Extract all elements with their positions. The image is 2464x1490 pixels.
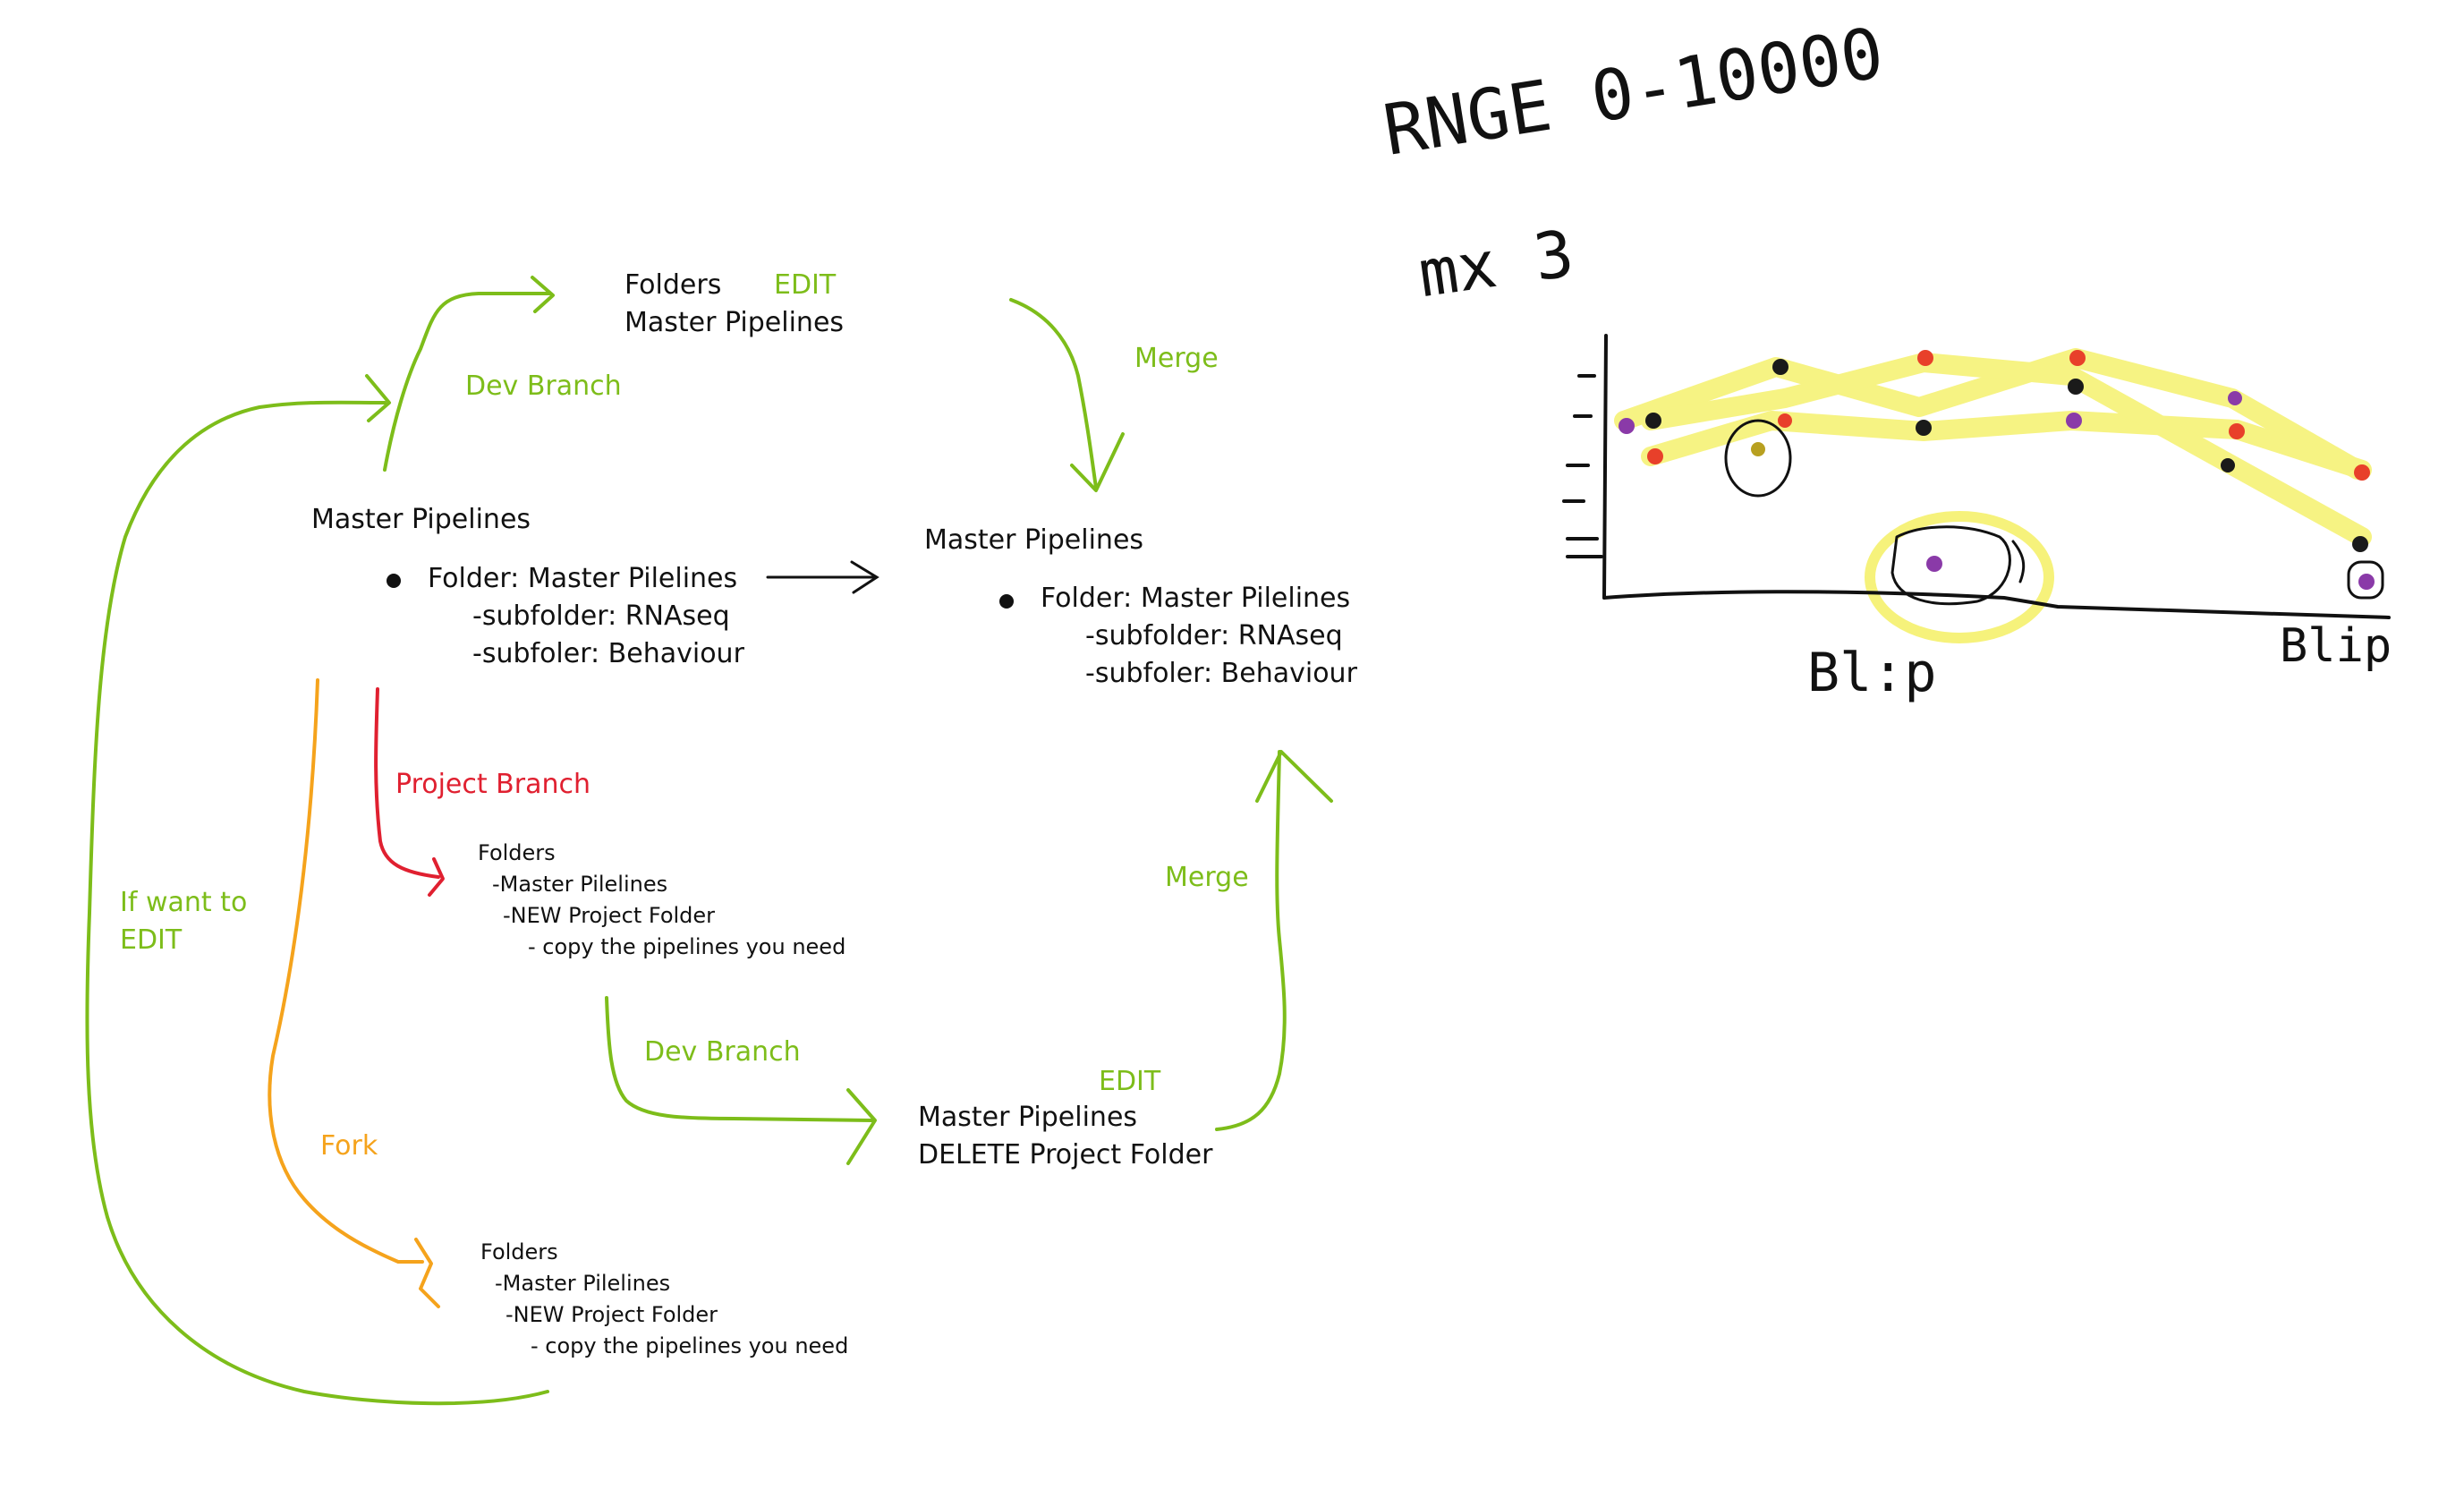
fork-arrow bbox=[268, 678, 424, 1264]
point bbox=[1619, 418, 1635, 434]
trail-3 bbox=[1641, 353, 2372, 547]
x-axis bbox=[1602, 590, 2391, 619]
left-node-subfolder-rnaseq: -subfolder: RNAseq bbox=[472, 600, 730, 632]
top-node-folders: Folders bbox=[624, 269, 722, 301]
point bbox=[1751, 442, 1765, 456]
top-node-edit-label: EDIT bbox=[774, 269, 837, 301]
project-branch-arrowhead bbox=[428, 857, 445, 897]
fork-node-new-folder: -NEW Project Folder bbox=[506, 1302, 718, 1327]
point bbox=[2069, 350, 2086, 366]
sketch-points bbox=[1619, 350, 2375, 590]
point bbox=[1772, 359, 1789, 375]
fork-node-master: -Master Pilelines bbox=[495, 1271, 671, 1296]
outlier-circle-3 bbox=[2347, 560, 2384, 600]
dev-branch-bottom-arrowhead bbox=[846, 1088, 877, 1165]
x-label-blip-1: Bl:p bbox=[1807, 642, 1937, 704]
point bbox=[1926, 556, 1942, 572]
merge-top-arrowhead bbox=[1070, 432, 1125, 492]
dev-branch-bottom-arrow bbox=[605, 996, 874, 1122]
fork-label: Fork bbox=[320, 1130, 378, 1162]
point bbox=[2354, 464, 2370, 481]
y-axis bbox=[1602, 334, 1608, 600]
point bbox=[2066, 413, 2082, 429]
outlier-scribble bbox=[2011, 540, 2026, 583]
point bbox=[1647, 448, 1663, 464]
point bbox=[1778, 413, 1792, 428]
right-node-bullet bbox=[999, 594, 1014, 609]
merge-top-label: Merge bbox=[1134, 343, 1219, 374]
left-node-subfolder-behaviour: -subfoler: Behaviour bbox=[472, 638, 744, 669]
dev-branch-top-label: Dev Branch bbox=[465, 370, 622, 402]
trail-1 bbox=[1614, 348, 2367, 480]
left-node-bullet bbox=[387, 574, 401, 588]
x-label-blip-2: Blip bbox=[2280, 619, 2392, 673]
dev-branch-top-arrowhead bbox=[531, 276, 555, 313]
if-want-to-edit-arrowhead bbox=[365, 374, 391, 422]
right-node-folder: Folder: Master Pilelines bbox=[1041, 583, 1351, 614]
edit-node-delete: DELETE Project Folder bbox=[918, 1139, 1213, 1171]
trail-2 bbox=[1641, 411, 2372, 480]
fork-arrowhead bbox=[414, 1238, 440, 1308]
if-want-to-edit-loop bbox=[85, 400, 549, 1406]
point bbox=[1645, 413, 1661, 429]
point bbox=[2068, 379, 2084, 395]
dev-branch-bottom-label: Dev Branch bbox=[644, 1036, 801, 1068]
right-node-subfolder-behaviour: -subfoler: Behaviour bbox=[1085, 658, 1357, 689]
project-branch-arrow bbox=[374, 687, 440, 879]
project-node-folders: Folders bbox=[478, 840, 556, 865]
left-node-title: Master Pipelines bbox=[311, 504, 531, 535]
edit-node-master: Master Pipelines bbox=[918, 1102, 1138, 1133]
project-node-new-folder: -NEW Project Folder bbox=[503, 903, 716, 928]
outlier-circle-2 bbox=[1890, 525, 2011, 606]
right-node-title: Master Pipelines bbox=[924, 524, 1144, 556]
connect-arrowhead bbox=[850, 560, 879, 594]
fork-node-folders: Folders bbox=[480, 1239, 558, 1264]
point bbox=[2221, 458, 2235, 473]
highlight-circle bbox=[1865, 511, 2054, 643]
merge-bottom-label: Merge bbox=[1165, 862, 1249, 893]
fork-node-copy: - copy the pipelines you need bbox=[531, 1333, 849, 1358]
project-branch-label: Project Branch bbox=[395, 769, 591, 800]
point bbox=[2358, 574, 2375, 590]
edit-node-edit-label: EDIT bbox=[1099, 1066, 1161, 1097]
project-node-copy: - copy the pipelines you need bbox=[528, 934, 846, 959]
sketch-plot bbox=[1562, 334, 2391, 643]
project-node-master: -Master Pilelines bbox=[492, 872, 668, 897]
left-node-folder: Folder: Master Pilelines bbox=[428, 563, 738, 594]
point bbox=[1917, 350, 1933, 366]
if-want-edit-label: EDIT bbox=[120, 924, 183, 956]
point bbox=[2228, 391, 2242, 405]
point bbox=[1916, 420, 1932, 436]
point bbox=[2229, 423, 2245, 439]
right-node-subfolder-rnaseq: -subfolder: RNAseq bbox=[1085, 620, 1343, 651]
merge-top-arrow bbox=[1009, 298, 1098, 490]
if-want-to-label: If want to bbox=[120, 887, 248, 918]
dev-branch-top-arrow bbox=[383, 292, 552, 472]
point bbox=[2352, 536, 2368, 552]
top-node-master-pipelines: Master Pipelines bbox=[624, 307, 845, 338]
outlier-circle-1 bbox=[1724, 419, 1792, 498]
merge-bottom-arrowhead bbox=[1255, 750, 1333, 803]
merge-bottom-arrow bbox=[1215, 750, 1287, 1131]
